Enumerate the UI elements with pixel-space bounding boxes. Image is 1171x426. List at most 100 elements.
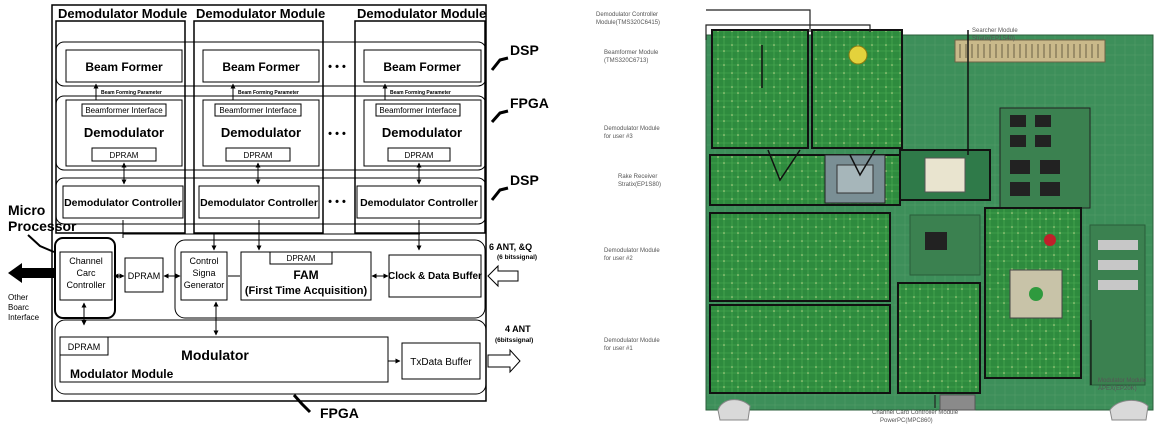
- modulator-block: DPRAM Modulator Modulator Module: [59, 336, 389, 383]
- micro-label: Micro: [8, 202, 45, 218]
- svg-text:Demodulator Controller: Demodulator Controller: [360, 197, 478, 209]
- svg-text:Demodulator Module: Demodulator Module: [604, 126, 660, 132]
- svg-text:DPRAM: DPRAM: [287, 254, 316, 263]
- svg-text:for user #2: for user #2: [604, 256, 633, 262]
- fpga-label-bottom: FPGA: [320, 405, 359, 421]
- beam-forming-param-2: Beam Forming Parameter: [238, 90, 299, 96]
- beam-forming-param-1: Beam Forming Parameter: [101, 90, 162, 96]
- svg-text:Rake Receiver: Rake Receiver: [618, 174, 657, 180]
- demod-user1-module: [709, 304, 891, 394]
- svg-text:Modulator Module: Modulator Module: [70, 367, 174, 381]
- svg-text:Generator: Generator: [184, 280, 225, 290]
- fpga-label-top: FPGA: [510, 95, 549, 111]
- svg-text:Demodulator: Demodulator: [221, 125, 301, 140]
- label-beamformer: Beamformer Module (TMS320C6713): [604, 50, 659, 64]
- channel-card-controller: Channel Carc Controller: [59, 251, 113, 301]
- left-handle: [717, 399, 751, 421]
- svg-text:Beam Former: Beam Former: [222, 60, 300, 74]
- processor-label: Processor: [8, 218, 77, 234]
- svg-text:Module(TMS320C6415): Module(TMS320C6415): [596, 20, 660, 26]
- svg-text:Demodulator: Demodulator: [382, 125, 462, 140]
- svg-text:Demodulator: Demodulator: [84, 125, 164, 140]
- label-demod-user3: Demodulator Module for user #3: [604, 126, 660, 140]
- svg-text:DPRAM: DPRAM: [244, 151, 273, 160]
- ellipsis-beamformer: • • •: [328, 61, 346, 73]
- svg-text:for user #3: for user #3: [604, 134, 633, 140]
- fam-group: [174, 239, 486, 319]
- label-rake: Rake Receiver Stratix(EP1S80): [618, 174, 661, 188]
- board-photo: Demodulator Controller Module(TMS320C641…: [596, 9, 1154, 424]
- svg-text:Beamformer Module: Beamformer Module: [604, 50, 659, 56]
- svg-text:Beamformer Interface: Beamformer Interface: [379, 106, 457, 115]
- demod-module-title: Demodulator Module: [58, 6, 187, 21]
- svg-text:Controller: Controller: [66, 280, 105, 290]
- demod-controller-3: Demodulator Controller: [356, 185, 482, 219]
- demod-controller-1: Demodulator Controller: [62, 185, 184, 219]
- beam-former-3: Beam Former: [363, 49, 482, 83]
- svg-text:for user #1: for user #1: [604, 346, 633, 352]
- clock-data-buffer: Clock & Data Buffer: [388, 254, 482, 298]
- other-board-line2: Boarc: [8, 303, 29, 312]
- beam-former-2: Beam Former: [202, 49, 320, 83]
- demodulator-block-1: Beamformer Interface Demodulator DPRAM: [65, 99, 183, 167]
- ellipsis-controller: • • •: [328, 196, 346, 208]
- svg-text:Signa: Signa: [192, 268, 215, 278]
- svg-text:DPRAM: DPRAM: [68, 342, 101, 352]
- demod-controller-2: Demodulator Controller: [198, 185, 320, 219]
- ant-out-line1: 4 ANT: [505, 324, 531, 334]
- demod-module-title: Demodulator Module: [357, 6, 486, 21]
- ant-out-line2: (6bitssignal): [495, 337, 533, 344]
- svg-text:Searcher Module: Searcher Module: [972, 28, 1018, 34]
- svg-text:Demodulator Controller: Demodulator Controller: [64, 197, 182, 209]
- svg-text:Clock & Data Buffer: Clock & Data Buffer: [388, 271, 482, 282]
- dsp-group-bottom: [55, 177, 487, 225]
- demodulator-block-3: Beamformer Interface Demodulator DPRAM: [363, 99, 482, 167]
- label-demod-ctrl: Demodulator Controller Module(TMS320C641…: [596, 12, 660, 26]
- block-diagram: Demodulator Module Demodulator Module De…: [8, 4, 549, 421]
- label-channel-card: Channel Card Controller Module PowerPC(M…: [872, 410, 959, 424]
- svg-text:Beam Former: Beam Former: [383, 60, 461, 74]
- demod-module-col-3: Demodulator Module: [354, 6, 486, 234]
- modulator-module: [984, 207, 1082, 379]
- svg-text:DPRAM: DPRAM: [405, 151, 434, 160]
- svg-text:Demodulator Module: Demodulator Module: [604, 338, 660, 344]
- modulator-group: [54, 319, 487, 395]
- svg-text:Beamformer Interface: Beamformer Interface: [219, 106, 297, 115]
- other-board-line3: Interface: [8, 313, 40, 322]
- dsp-group-top: [55, 41, 487, 87]
- svg-text:Beamformer Interface: Beamformer Interface: [85, 106, 163, 115]
- label-demod-user1: Demodulator Module for user #1: [604, 338, 660, 352]
- ant-input-arrow: [487, 264, 519, 288]
- svg-text:Channel: Channel: [69, 256, 103, 266]
- svg-text:Demodulator Controller: Demodulator Controller: [596, 12, 658, 18]
- ant-in-line2: (6 bitssignal): [497, 254, 537, 261]
- svg-text:Beam Former: Beam Former: [85, 60, 163, 74]
- tx-data-buffer: TxData Buffer: [401, 342, 481, 380]
- dsp-label-bottom: DSP: [510, 172, 539, 188]
- channel-card-module: [897, 282, 981, 394]
- svg-text:APEX(EP20K): APEX(EP20K): [1098, 386, 1137, 392]
- dsp-label-top: DSP: [510, 42, 539, 58]
- svg-text:Stratix(EP1S80): Stratix(EP1S80): [618, 182, 661, 188]
- svg-text:Channel Card Controller Module: Channel Card Controller Module: [872, 410, 959, 416]
- ellipsis-demodulator: • • •: [328, 128, 346, 140]
- svg-text:Demodulator Controller: Demodulator Controller: [200, 197, 318, 209]
- demod-ctrl-module: [711, 29, 809, 149]
- svg-text:(TMS320C6713): (TMS320C6713): [604, 58, 648, 64]
- ant-in-line1: 6 ANT, &Q: [489, 242, 532, 252]
- label-modulator: Modulator Module APEX(EP20K): [1098, 378, 1147, 392]
- svg-text:Modulator: Modulator: [181, 347, 249, 363]
- svg-text:Stratix(EP1S40): Stratix(EP1S40): [972, 36, 1015, 42]
- demod-user2-module: [709, 212, 891, 302]
- svg-text:Demodulator Module: Demodulator Module: [604, 248, 660, 254]
- beam-former-1: Beam Former: [65, 49, 183, 83]
- svg-text:DPRAM: DPRAM: [128, 271, 161, 281]
- ant-output-arrow: [487, 348, 521, 374]
- svg-text:Carc: Carc: [76, 268, 96, 278]
- svg-text:PowerPC(MPC860): PowerPC(MPC860): [880, 418, 933, 424]
- other-board-line1: Other: [8, 293, 28, 302]
- svg-text:TxData Buffer: TxData Buffer: [410, 357, 472, 368]
- dpram-middle: DPRAM: [124, 257, 164, 293]
- other-board-arrow: [8, 263, 54, 283]
